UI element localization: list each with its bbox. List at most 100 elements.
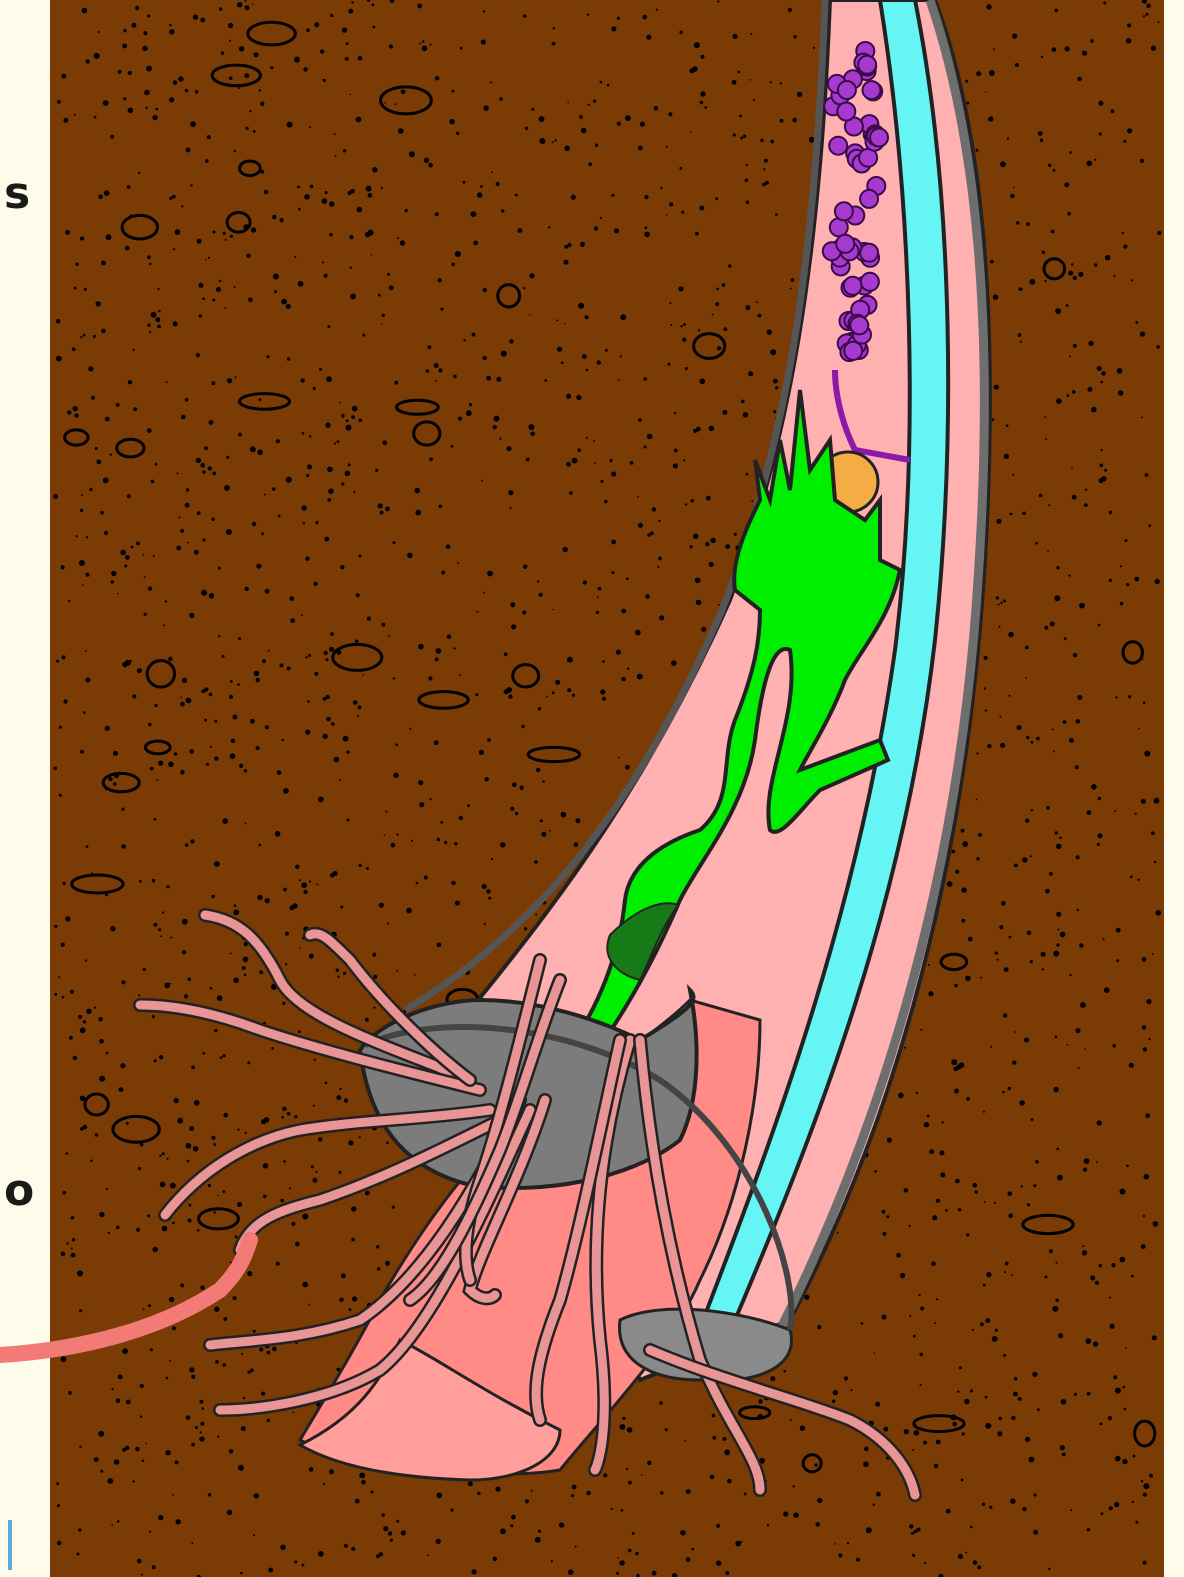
soil-speckle	[371, 254, 373, 256]
soil-speckle	[234, 286, 236, 288]
soil-speckle	[356, 117, 362, 123]
soil-speckle	[187, 542, 189, 544]
soil-speckle	[152, 1015, 155, 1018]
soil-speckle	[111, 571, 116, 576]
soil-speckle	[658, 557, 662, 561]
soil-speckle	[750, 33, 752, 35]
soil-speckle	[275, 831, 281, 837]
soil-speckle	[65, 916, 70, 921]
soil-speckle	[1025, 1437, 1030, 1442]
soil-speckle	[1085, 489, 1087, 491]
soil-speckle	[150, 1348, 153, 1351]
soil-speckle	[1057, 929, 1059, 931]
soil-speckle	[686, 1557, 691, 1562]
soil-speckle	[127, 185, 131, 189]
soil-speckle	[274, 290, 277, 293]
soil-speckle	[326, 717, 330, 721]
soil-speckle	[160, 1182, 166, 1188]
soil-speckle	[347, 819, 350, 822]
soil-speckle	[555, 680, 560, 685]
soil-speckle	[158, 310, 160, 312]
soil-speckle	[197, 511, 201, 515]
soil-speckle	[1039, 494, 1043, 498]
soil-speckle	[172, 195, 176, 199]
soil-speckle	[214, 1029, 217, 1032]
soil-speckle	[336, 1095, 341, 1100]
soil-speckle	[125, 246, 130, 251]
soil-speckle	[283, 1160, 286, 1163]
soil-speckle	[1133, 1455, 1136, 1458]
soil-speckle	[385, 102, 387, 104]
soil-speckle	[72, 347, 76, 351]
soil-speckle	[351, 1238, 355, 1242]
soil-speckle	[204, 687, 208, 691]
soil-speckle	[83, 711, 86, 714]
soil-speckle	[144, 90, 149, 95]
soil-speckle	[941, 1121, 943, 1123]
soil-speckle	[1153, 1221, 1159, 1227]
soil-speckle	[1103, 1, 1106, 4]
soil-speckle	[837, 1232, 839, 1234]
soil-speckle	[681, 211, 684, 214]
soil-speckle	[1069, 151, 1072, 154]
soil-speckle	[283, 888, 287, 892]
soil-speckle	[927, 1115, 930, 1118]
soil-speckle	[965, 1552, 967, 1554]
soil-speckle	[1029, 1457, 1035, 1463]
soil-speckle	[741, 400, 745, 404]
soil-speckle	[146, 66, 152, 72]
soil-speckle	[728, 264, 731, 267]
soil-speckle	[189, 1367, 194, 1372]
soil-speckle	[780, 119, 784, 123]
soil-speckle	[1012, 34, 1017, 39]
soil-speckle	[1140, 159, 1144, 163]
soil-speckle	[976, 857, 979, 860]
soil-speckle	[1096, 1161, 1098, 1163]
soil-speckle	[790, 1419, 792, 1421]
soil-speckle	[1120, 1257, 1126, 1263]
soil-speckle	[287, 1112, 291, 1116]
soil-speckle	[1072, 390, 1076, 394]
soil-speckle	[640, 122, 645, 127]
soil-speckle	[136, 541, 140, 545]
soil-speckle	[1140, 332, 1145, 337]
soil-speckle	[716, 288, 719, 291]
soil-speckle	[308, 654, 311, 657]
soil-speckle	[268, 1568, 273, 1573]
soil-speckle	[614, 228, 619, 233]
soil-speckle	[566, 462, 571, 467]
soil-speckle	[1077, 77, 1081, 81]
soil-speckle	[874, 1353, 876, 1355]
soil-speckle	[85, 650, 87, 652]
soil-speckle	[496, 377, 501, 382]
soil-speckle	[362, 334, 365, 337]
soil-speckle	[53, 767, 57, 771]
soil-speckle	[339, 779, 341, 781]
soil-speckle	[98, 195, 103, 200]
soil-speckle	[463, 339, 465, 341]
soil-speckle	[82, 8, 88, 14]
soil-speckle	[104, 531, 108, 535]
soil-speckle	[193, 15, 198, 20]
soil-speckle	[540, 819, 543, 822]
soil-speckle	[743, 135, 746, 138]
soil-speckle	[230, 680, 233, 683]
soil-speckle	[1082, 51, 1087, 56]
soil-speckle	[1146, 999, 1151, 1004]
soil-speckle	[847, 1542, 849, 1544]
soil-speckle	[458, 417, 462, 421]
soil-speckle	[329, 1469, 334, 1474]
soil-speckle	[666, 214, 668, 216]
soil-speckle	[149, 1531, 151, 1533]
soil-speckle	[415, 510, 421, 516]
soil-speckle	[74, 114, 76, 116]
soil-speckle	[1125, 1347, 1127, 1349]
soil-speckle	[245, 1132, 247, 1134]
soil-speckle	[280, 218, 284, 222]
soil-speckle	[510, 807, 514, 811]
soil-speckle	[385, 507, 390, 512]
soil-speckle	[226, 456, 229, 459]
soil-speckle	[539, 116, 545, 122]
soil-speckle	[287, 122, 293, 128]
soil-speckle	[586, 437, 588, 439]
